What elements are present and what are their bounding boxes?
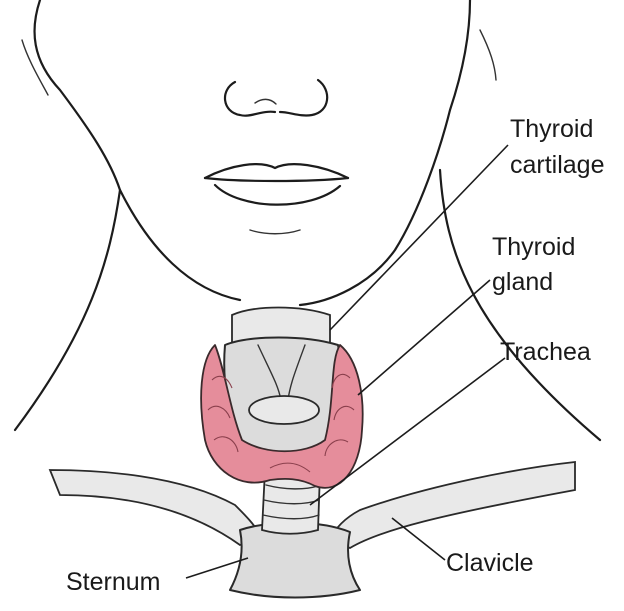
label-thyroid-cartilage-1: Thyroid — [510, 115, 593, 143]
head-outline — [22, 0, 496, 305]
label-thyroid-gland-1: Thyroid — [492, 233, 575, 261]
label-thyroid-gland-2: gland — [492, 268, 553, 296]
label-sternum: Sternum — [66, 568, 160, 596]
label-trachea: Trachea — [500, 338, 591, 366]
label-clavicle: Clavicle — [446, 549, 534, 577]
thyroid-cartilage — [224, 308, 341, 453]
mouth — [205, 164, 348, 234]
leader-clavicle — [392, 518, 445, 560]
leader-thyroid-gland — [358, 280, 490, 395]
label-thyroid-cartilage-2: cartilage — [510, 151, 605, 179]
nose — [225, 80, 327, 116]
leader-thyroid-cartilage — [330, 145, 508, 330]
